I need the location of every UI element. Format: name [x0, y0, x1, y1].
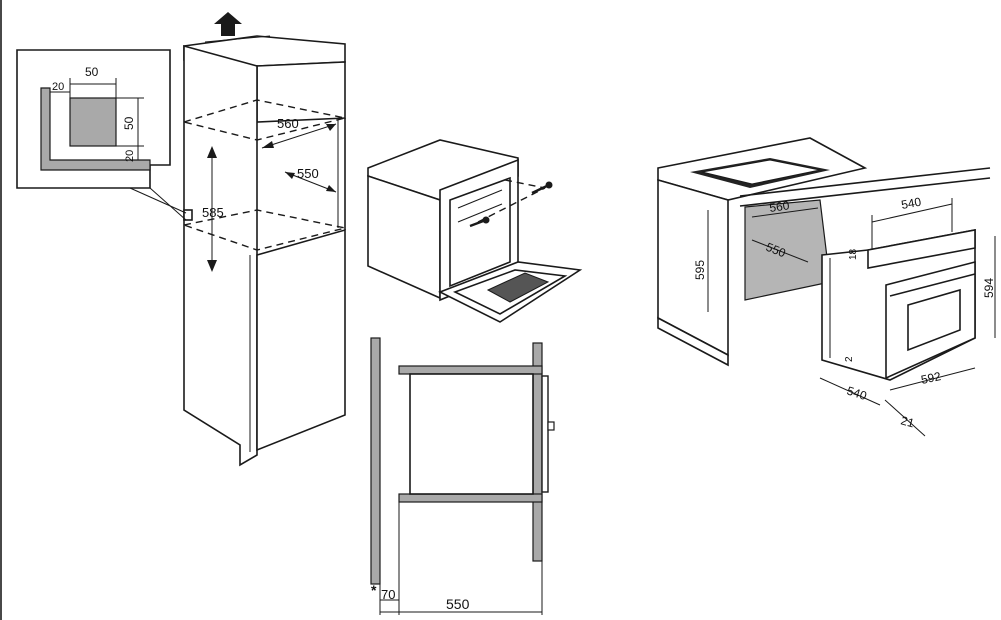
builtin-oven-control-panel [867, 229, 976, 269]
cabinet-lower-door [256, 228, 346, 452]
vent-opening [69, 97, 117, 147]
cabinet-side-panel [183, 44, 258, 467]
fixing-screw-icon [531, 181, 553, 195]
oven-offset-2: 2 [844, 356, 855, 362]
detail-offset-20-side: 20 [124, 150, 136, 162]
cabinet-depth-550: 550 [297, 166, 319, 181]
section-asterisk: * [371, 582, 377, 598]
section-top-shelf [398, 365, 543, 375]
section-oven-knob [547, 421, 555, 431]
fixing-screw-icon [469, 216, 490, 228]
ventilation-up-arrow-icon [214, 12, 242, 36]
section-depth-550: 550 [446, 596, 470, 612]
tall-cabinet: 560 550 585 [183, 12, 346, 467]
vent-marker [183, 209, 193, 221]
oven-door-glass [486, 272, 550, 303]
oven-depth-540-bottom: 540 [845, 384, 869, 404]
oven-depth-540-top: 540 [900, 195, 922, 212]
niche-top-dashed [183, 99, 346, 141]
section-gap-70: 70 [381, 587, 395, 602]
corner-profile [40, 87, 151, 171]
cabinet-width-560: 560 [277, 116, 299, 131]
builtin-oven-window [907, 288, 961, 352]
undercounter-plinth [657, 316, 729, 367]
detail-width-50: 50 [85, 65, 99, 79]
undercounter-cabinet: 595 560 550 540 18 594 2 592 540 [657, 137, 996, 437]
vent-detail-callout: 50 20 50 20 [16, 49, 187, 221]
section-left-wall [370, 337, 381, 585]
door-thickness-21: 21 [899, 413, 916, 430]
detail-height-50: 50 [122, 116, 136, 130]
oven-fixing-view [367, 139, 583, 323]
oven-offset-18: 18 [848, 248, 859, 260]
cabinet-height-585: 585 [202, 205, 224, 220]
section-bottom-shelf [398, 493, 543, 503]
oven-width-592: 592 [920, 369, 943, 387]
detail-offset-20-top: 20 [52, 81, 64, 93]
niche-bottom-dashed [183, 209, 346, 251]
oven-height-594: 594 [982, 278, 996, 298]
section-oven-front [541, 375, 549, 493]
niche-width-560: 560 [768, 198, 790, 215]
section-right-post [532, 342, 543, 562]
section-view: * 70 550 [370, 337, 555, 615]
cabinet-upper-front [256, 61, 346, 123]
niche-height-595: 595 [693, 260, 707, 280]
section-oven-body [409, 373, 534, 495]
undercounter-niche [744, 199, 831, 301]
